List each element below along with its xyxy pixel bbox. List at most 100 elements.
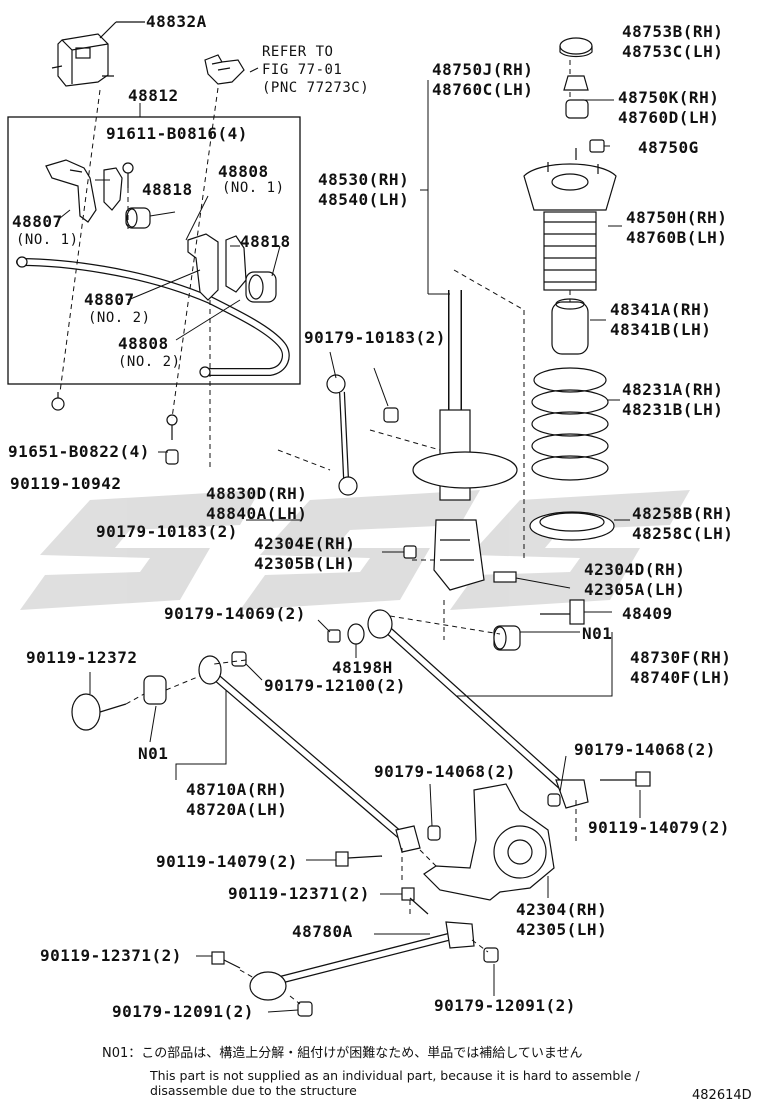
- bolt-42304e-part: [403, 545, 417, 559]
- cap-48753-part: [559, 37, 593, 58]
- label-48341b: 48341B(LH): [610, 320, 712, 339]
- arm-48710a-part: [198, 655, 421, 853]
- label-48530: 48530(RH): [318, 170, 410, 189]
- label-48807-no2-sub: (NO. 2): [88, 310, 151, 326]
- label-91611: 91611-B0816(4): [106, 124, 248, 143]
- label-48760b: 48760B(LH): [626, 228, 728, 247]
- label-48740f: 48740F(LH): [630, 668, 732, 687]
- label-48730f: 48730F(RH): [630, 648, 732, 667]
- diagram-id: 482614D: [692, 1088, 752, 1103]
- label-48750h: 48750H(RH): [626, 208, 728, 227]
- label-48409: 48409: [622, 604, 673, 623]
- label-90119-10942: 90119-10942: [10, 474, 122, 493]
- label-48753c: 48753C(LH): [622, 42, 724, 61]
- bolt-91651-part: [51, 392, 65, 411]
- stabilizer-bar-part: [16, 256, 290, 378]
- bracket-48807-no1-part: [45, 159, 97, 223]
- note-n01-english: This part is not supplied as an individu…: [150, 1068, 640, 1098]
- alignment-dashes: [59, 60, 577, 1005]
- label-48808-no2: 48808: [118, 334, 169, 353]
- label-48807-no1: 48807: [12, 212, 63, 231]
- label-48808-no2-sub: (NO. 2): [118, 354, 181, 370]
- bolt-91611-part: [122, 162, 134, 188]
- label-42304d: 42304D(RH): [584, 560, 686, 579]
- label-48812: 48812: [128, 86, 179, 105]
- stabilizer-group-frame: [7, 116, 301, 385]
- stabilizer-link-part: [326, 374, 358, 496]
- label-48258c: 48258C(LH): [632, 524, 734, 543]
- label-48830d: 48830D(RH): [206, 484, 308, 503]
- label-48760c: 48760C(LH): [432, 80, 534, 99]
- label-48198h: 48198H: [332, 658, 393, 677]
- label-48341a: 48341A(RH): [610, 300, 712, 319]
- label-48231a: 48231A(RH): [622, 380, 724, 399]
- label-48780a: 48780A: [292, 922, 353, 941]
- bracket-48832a-part: [51, 33, 114, 87]
- bolt-90119-12371a-part: [401, 887, 429, 915]
- knuckle-42304-part: [423, 783, 555, 901]
- washer-48198h-part: [347, 623, 365, 645]
- label-90119-12371-lower: 90119-12371(2): [40, 946, 182, 965]
- insulator-48258-part: [529, 511, 615, 541]
- bolt-90119-14079b-part: [600, 771, 651, 787]
- bump-stop-48341-part: [551, 298, 589, 355]
- label-48808-no1-sub: (NO. 1): [222, 180, 285, 196]
- label-42304e: 42304E(RH): [254, 534, 356, 553]
- nut-90179-14069-part: [327, 629, 341, 643]
- bushing-n01-a-part: [493, 625, 521, 651]
- label-48750j: 48750J(RH): [432, 60, 534, 79]
- cushion-48750k-part: [565, 99, 589, 119]
- label-90179-12100: 90179-12100(2): [264, 676, 406, 695]
- arm-48730f-part: [367, 609, 589, 809]
- cam-90119-12372-part: [71, 693, 127, 731]
- label-48808-no1: 48808: [218, 162, 269, 181]
- refer-note-line2: FIG 77-01: [262, 62, 343, 78]
- nut-90179-10183-left-part: [165, 449, 179, 465]
- refer-note-line1: REFER TO: [262, 44, 334, 60]
- label-48540: 48540(LH): [318, 190, 410, 209]
- note-n01-japanese: N01：この部品は、構造上分解・組付けが困難なため、単品では補給していません: [102, 1046, 583, 1061]
- label-90179-14068-center: 90179-14068(2): [374, 762, 516, 781]
- label-91651: 91651-B0822(4): [8, 442, 150, 461]
- nut-48750k-part: [563, 75, 589, 91]
- label-48807-no2: 48807: [84, 290, 135, 309]
- label-48832a: 48832A: [146, 12, 207, 31]
- nut-90179-10183-link-part: [383, 407, 399, 423]
- bushing-48818-lower-part: [245, 271, 277, 303]
- label-90179-10183-link: 90179-10183(2): [304, 328, 446, 347]
- label-48818-upper: 48818: [142, 180, 193, 199]
- label-48840a: 48840A(LH): [206, 504, 308, 523]
- label-42305: 42305(LH): [516, 920, 608, 939]
- label-90179-14069: 90179-14069(2): [164, 604, 306, 623]
- label-90119-14079-right: 90119-14079(2): [588, 818, 730, 837]
- label-48720a: 48720A(LH): [186, 800, 288, 819]
- coil-spring-48231-part: [531, 367, 609, 481]
- bolt-90119-10942-part: [166, 414, 178, 440]
- label-48258b: 48258B(RH): [632, 504, 734, 523]
- label-48710a: 48710A(RH): [186, 780, 288, 799]
- label-42304: 42304(RH): [516, 900, 608, 919]
- label-48807-no1-sub: (NO. 1): [16, 232, 79, 248]
- label-48750k: 48750K(RH): [618, 88, 720, 107]
- nut-48750g-part: [589, 139, 605, 153]
- label-90179-12091-left: 90179-12091(2): [112, 1002, 254, 1021]
- bracket-48808-no1-part: [103, 167, 123, 211]
- bolt-90119-12371b-part: [211, 951, 241, 969]
- nut-90179-12100-part: [231, 651, 247, 667]
- label-48760d: 48760D(LH): [618, 108, 720, 127]
- label-90119-12372: 90119-12372: [26, 648, 138, 667]
- label-90179-12091-right: 90179-12091(2): [434, 996, 576, 1015]
- leader-lines: [59, 80, 641, 1013]
- label-90119-12371-upper: 90119-12371(2): [228, 884, 370, 903]
- label-48753b: 48753B(RH): [622, 22, 724, 41]
- label-n01-upper: N01: [582, 624, 613, 643]
- refer-note-line3: (PNC 77273C): [262, 80, 370, 96]
- strut-assy-part: [412, 290, 518, 591]
- upper-mount-48750h-part: [523, 148, 617, 291]
- label-48818-lower: 48818: [240, 232, 291, 251]
- nut-90179-12091b-part: [483, 947, 499, 963]
- bolt-48409-part: [540, 599, 585, 625]
- label-42305a: 42305A(LH): [584, 580, 686, 599]
